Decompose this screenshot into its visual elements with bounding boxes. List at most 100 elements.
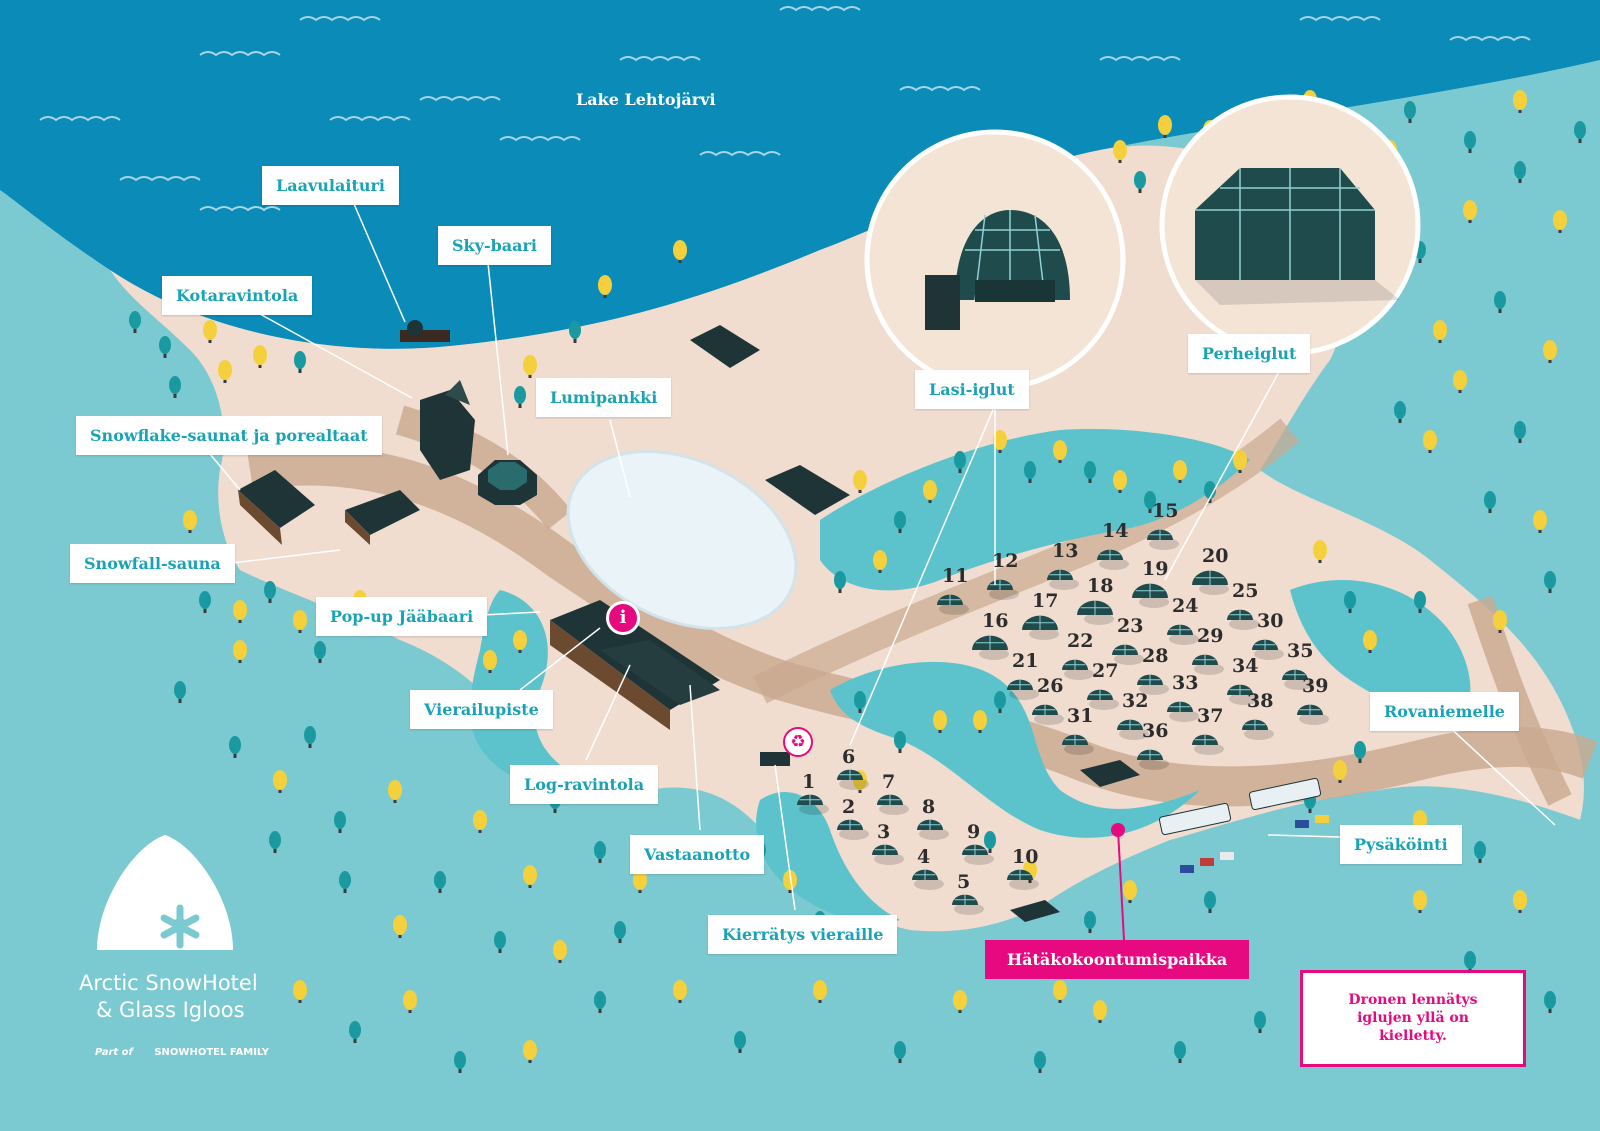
wave	[619, 56, 701, 62]
igloo-number-13[interactable]: 13	[1052, 540, 1079, 562]
label-kierratys[interactable]: Kierrätys vieraille	[708, 915, 898, 954]
tree-yellow	[1313, 540, 1327, 563]
recycle-icon[interactable]: ♻	[783, 727, 813, 757]
wave	[199, 206, 281, 212]
tree-green	[1514, 161, 1526, 183]
igloo-number-7[interactable]: 7	[882, 771, 896, 793]
igloo-number-24[interactable]: 24	[1172, 595, 1199, 617]
igloo-number-36[interactable]: 36	[1142, 720, 1169, 742]
tree-green	[1544, 571, 1556, 593]
tree-yellow	[1413, 890, 1427, 913]
wave	[39, 116, 121, 122]
label-laavulaituri[interactable]: Laavulaituri	[262, 166, 399, 205]
tree-yellow	[293, 610, 307, 633]
igloo-number-12[interactable]: 12	[992, 550, 1019, 572]
igloo-number-22[interactable]: 22	[1067, 630, 1094, 652]
label-snowflake-saunat[interactable]: Snowflake-saunat ja porealtaat	[76, 416, 382, 455]
sky-baari-building	[478, 460, 537, 505]
igloo-8	[917, 819, 949, 840]
label-vierailupiste[interactable]: Vierailupiste	[410, 690, 553, 729]
igloo-number-20[interactable]: 20	[1202, 545, 1229, 567]
igloo-number-39[interactable]: 39	[1302, 675, 1329, 697]
label-kotaravintola[interactable]: Kotaravintola	[162, 276, 313, 315]
label-perheiglut[interactable]: Perheiglut	[1188, 334, 1311, 373]
label-vastaanotto[interactable]: Vastaanotto	[630, 835, 765, 874]
tree-green	[169, 376, 181, 398]
igloo-number-10[interactable]: 10	[1012, 846, 1039, 868]
igloo-number-14[interactable]: 14	[1102, 520, 1129, 542]
igloo-24	[1167, 624, 1199, 645]
tree-yellow	[1053, 440, 1067, 463]
igloo-number-21[interactable]: 21	[1012, 650, 1039, 672]
igloo-number-15[interactable]: 15	[1152, 500, 1179, 522]
igloo-number-33[interactable]: 33	[1172, 672, 1199, 694]
tree-green	[1464, 951, 1476, 973]
info-icon[interactable]: i	[606, 601, 640, 635]
label-lasi-iglut[interactable]: Lasi-iglut	[915, 370, 1029, 409]
label-snowfall-sauna[interactable]: Snowfall-sauna	[70, 544, 235, 583]
tree-green	[734, 1031, 746, 1053]
igloo-number-3[interactable]: 3	[877, 821, 891, 843]
igloo-33	[1167, 701, 1199, 722]
igloo-number-34[interactable]: 34	[1232, 655, 1259, 677]
wave	[1099, 56, 1181, 62]
tree-green	[454, 1051, 466, 1073]
igloo-35	[1282, 669, 1314, 690]
pond-north	[820, 429, 1250, 591]
igloo-number-23[interactable]: 23	[1117, 615, 1144, 637]
tree-green	[594, 991, 606, 1013]
igloo-9	[962, 844, 994, 865]
igloo-number-9[interactable]: 9	[967, 821, 981, 843]
perheiglu-inset	[1159, 94, 1421, 356]
igloo-number-26[interactable]: 26	[1037, 675, 1064, 697]
label-pysakointi[interactable]: Pysäköinti	[1340, 825, 1462, 864]
tree-green	[314, 641, 326, 663]
igloo-10	[1007, 869, 1039, 890]
tree-yellow	[1053, 980, 1067, 1003]
igloo-25	[1227, 609, 1259, 630]
tree-yellow	[783, 870, 797, 893]
igloo-number-38[interactable]: 38	[1247, 690, 1274, 712]
igloo-number-32[interactable]: 32	[1122, 690, 1149, 712]
tree-green	[229, 736, 241, 758]
tree-green	[514, 386, 526, 408]
igloo-number-18[interactable]: 18	[1087, 575, 1114, 597]
igloo-number-1[interactable]: 1	[802, 771, 816, 793]
igloo-number-4[interactable]: 4	[917, 846, 931, 868]
tree-yellow	[1233, 450, 1247, 473]
wave	[1299, 16, 1381, 22]
tree-green	[1204, 481, 1216, 503]
igloo-number-16[interactable]: 16	[982, 610, 1009, 632]
igloo-number-35[interactable]: 35	[1287, 640, 1314, 662]
igloo-number-11[interactable]: 11	[942, 565, 969, 587]
tree-yellow	[1093, 1000, 1107, 1023]
label-popup-jaabaari[interactable]: Pop-up Jääbaari	[316, 597, 488, 636]
tree-yellow	[1433, 320, 1447, 343]
label-hatakokoontumispaikka[interactable]: Hätäkokoontumispaikka	[985, 940, 1250, 979]
tree-yellow	[923, 480, 937, 503]
igloo-number-5[interactable]: 5	[957, 871, 971, 893]
igloo-number-25[interactable]: 25	[1232, 580, 1259, 602]
tree-green	[1144, 491, 1156, 513]
igloo-number-37[interactable]: 37	[1197, 705, 1224, 727]
label-log-ravintola[interactable]: Log-ravintola	[510, 765, 659, 804]
tree-yellow	[388, 780, 402, 803]
tree-yellow	[1543, 340, 1557, 363]
tree-green	[1544, 991, 1556, 1013]
label-lumipankki[interactable]: Lumipankki	[536, 378, 672, 417]
igloo-number-30[interactable]: 30	[1257, 610, 1284, 632]
igloo-number-27[interactable]: 27	[1092, 660, 1119, 682]
igloo-number-19[interactable]: 19	[1142, 558, 1169, 580]
igloo-number-28[interactable]: 28	[1142, 645, 1169, 667]
igloo-number-2[interactable]: 2	[842, 796, 856, 818]
tree-yellow	[523, 1040, 537, 1063]
parking-area	[1158, 777, 1329, 873]
label-sky-baari[interactable]: Sky-baari	[438, 226, 552, 265]
igloo-number-17[interactable]: 17	[1032, 590, 1059, 612]
igloo-number-6[interactable]: 6	[842, 746, 856, 768]
igloo-number-8[interactable]: 8	[922, 796, 936, 818]
igloo-number-29[interactable]: 29	[1197, 625, 1224, 647]
label-rovaniemelle[interactable]: Rovaniemelle	[1370, 692, 1519, 731]
igloo-number-31[interactable]: 31	[1067, 705, 1094, 727]
igloo-27	[1087, 689, 1119, 710]
